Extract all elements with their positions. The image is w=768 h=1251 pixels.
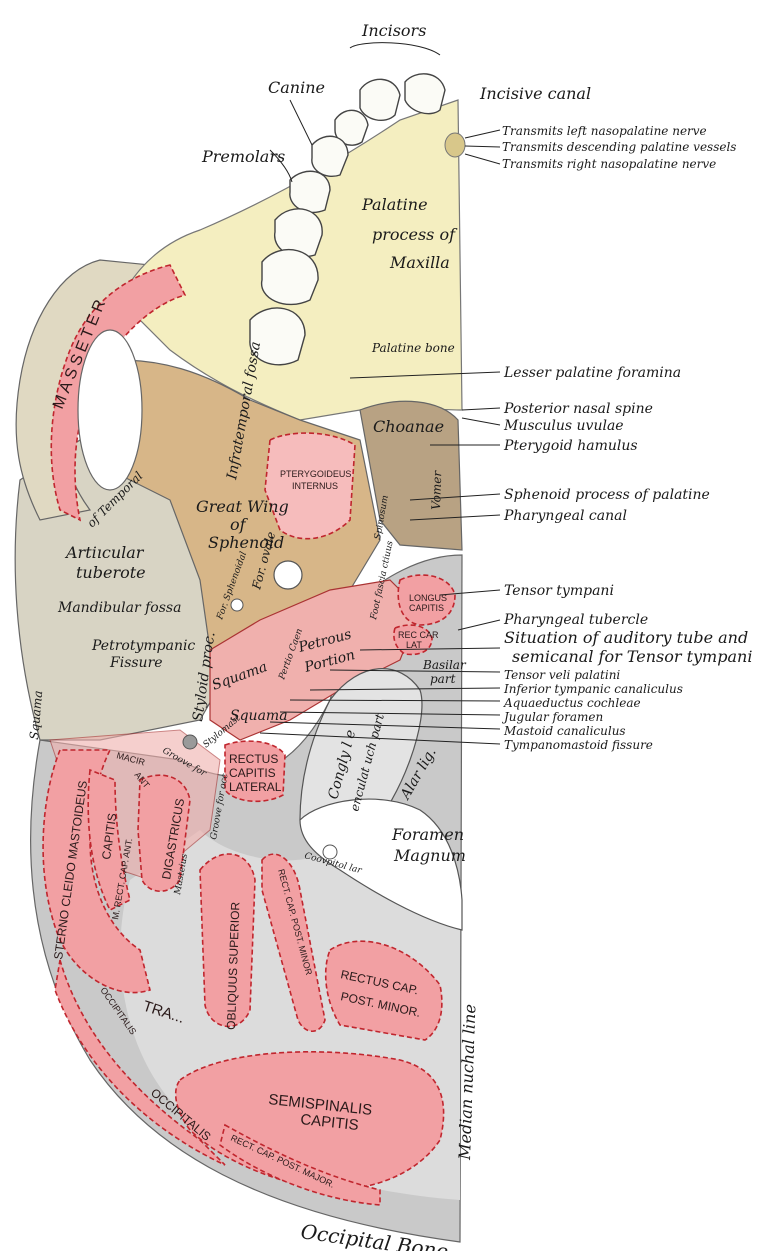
label-pharyngeal-tubercle: Pharyngeal tubercle xyxy=(503,612,648,628)
premolar-tooth-1 xyxy=(289,170,331,214)
teeth-row xyxy=(249,73,446,366)
canine-tooth xyxy=(311,135,349,177)
label-transmits-right: Transmits right nasopalatine nerve xyxy=(502,157,716,171)
premolar-tooth-2 xyxy=(274,208,323,258)
capitis-area xyxy=(87,768,131,912)
label-great-wing-3: Sphenoid xyxy=(208,533,284,552)
label-sphenoid-process: Sphenoid process of palatine xyxy=(504,487,710,503)
label-inferior-tympanic: Inferior tympanic canaliculus xyxy=(503,682,683,696)
label-petrotympanic-1: Petrotympanic xyxy=(91,638,195,654)
label-mandibular-fossa: Mandibular fossa xyxy=(57,600,181,616)
muscle-rectus-lateral-1: RECTUS xyxy=(229,752,278,766)
muscle-obliquus: OBLIQUUS SUPERIOR xyxy=(224,901,242,1030)
label-palatine-3: Maxilla xyxy=(389,253,450,272)
label-tensor-tympani: Tensor tympani xyxy=(504,583,614,599)
incisor-tooth-1 xyxy=(359,78,401,122)
condyloid-hole xyxy=(322,844,338,860)
label-situation-2: semicanal for Tensor tympani xyxy=(512,647,752,666)
label-foramen-2: Magnum xyxy=(393,846,466,865)
label-transmits-left: Transmits left nasopalatine nerve xyxy=(502,124,707,138)
masseter-area xyxy=(50,264,187,522)
label-posterior-nasal-spine: Posterior nasal spine xyxy=(503,401,653,417)
pterygoideus-area xyxy=(264,432,356,540)
label-articular-2: tuberote xyxy=(76,563,146,582)
digastricus-area xyxy=(137,774,191,893)
label-canine: Canine xyxy=(268,78,325,97)
label-median-nuchal: Median nuchal line xyxy=(455,1004,479,1161)
rect-cap-post-major-area xyxy=(219,1123,381,1206)
label-tensor-veli: Tensor veli palatini xyxy=(504,668,620,682)
foramen-ovale-hole xyxy=(273,560,303,590)
label-choanae: Choanae xyxy=(373,417,444,436)
label-palatine-2: process of xyxy=(372,225,458,244)
incisive-canal-hole xyxy=(444,132,466,158)
muscle-rec-cap-lat-1: REC CAR xyxy=(398,630,439,640)
label-musculus-uvulae: Musculus uvulae xyxy=(503,418,624,434)
incisor-tooth-2 xyxy=(404,73,446,115)
label-pharyngeal-canal: Pharyngeal canal xyxy=(503,508,627,524)
label-squama-2: Squama xyxy=(230,708,288,724)
molar-tooth-2 xyxy=(249,307,306,366)
jugular-hole xyxy=(182,734,198,750)
muscle-capitis: CAPITIS xyxy=(99,812,119,860)
molar-tooth-1 xyxy=(261,248,319,306)
obliquus-superior-area xyxy=(199,853,256,1028)
label-mastoid-canaliculus: Mastoid canaliculus xyxy=(503,724,626,738)
muscle-longus-1: LONGUS xyxy=(409,593,447,603)
muscle-rectus-lateral-2: CAPITIS xyxy=(229,766,276,780)
label-pterygoid-hamulus: Pterygoid hamulus xyxy=(503,438,638,454)
label-palatine-1: Palatine xyxy=(361,195,428,214)
longus-capitis-area xyxy=(397,574,456,626)
label-tympanomastoid: Tympanomastoid fissure xyxy=(504,738,653,752)
spinosum-hole xyxy=(230,598,244,612)
label-lesser-palatine: Lesser palatine foramina xyxy=(503,365,681,381)
label-great-wing-1: Great Wing xyxy=(196,497,289,516)
muscle-pterygoideus-2: INTERNUS xyxy=(292,481,338,491)
label-premolars: Premolars xyxy=(201,147,285,166)
rec-cap-lat-small-area xyxy=(393,624,433,656)
vomer-region xyxy=(359,400,463,551)
petrous-region xyxy=(209,579,421,741)
label-great-wing-2: of xyxy=(230,515,249,534)
label-incisors: Incisors xyxy=(361,21,426,40)
muscle-longus-2: CAPITIS xyxy=(409,603,444,613)
muscle-pterygoideus-1: PTERYGOIDEUS xyxy=(280,469,351,479)
label-squama-side: Squama xyxy=(27,690,45,740)
muscle-rectus-lateral-3: LATERAL xyxy=(229,780,282,794)
label-basilar-2: part xyxy=(430,672,456,686)
rectus-capitis-lateral-area xyxy=(224,740,286,803)
label-incisive-canal: Incisive canal xyxy=(479,84,591,103)
label-articular-1: Artiıcular xyxy=(64,543,145,562)
label-transmits-desc: Transmits descending palatine vessels xyxy=(502,140,736,154)
label-palatine-bone: Palatine bone xyxy=(371,341,455,355)
occipitalis-area xyxy=(54,959,226,1166)
leader-lines xyxy=(259,42,501,745)
label-foramen-1: Foramen xyxy=(391,825,464,844)
label-petrotympanic-2: Fissure xyxy=(109,655,163,671)
label-jugular: Jugular foramen xyxy=(501,710,603,724)
muscle-rec-cap-lat-2: LAT xyxy=(406,640,422,650)
infratemporal-opening xyxy=(77,329,143,491)
foramen-magnum xyxy=(299,798,463,931)
label-aqueductus: Aquaeductus cochleae xyxy=(503,696,641,710)
rectus-cap-post-minor-area xyxy=(324,940,443,1041)
rect-cap-post-minor-vert-area xyxy=(261,853,326,1033)
label-vomer: Vomer xyxy=(429,469,444,510)
label-basilar-1: Basilar xyxy=(422,658,467,672)
muscle-semispinalis-2: CAPITIS xyxy=(300,1111,360,1134)
label-situation-1: Situation of auditory tube and xyxy=(504,628,748,647)
